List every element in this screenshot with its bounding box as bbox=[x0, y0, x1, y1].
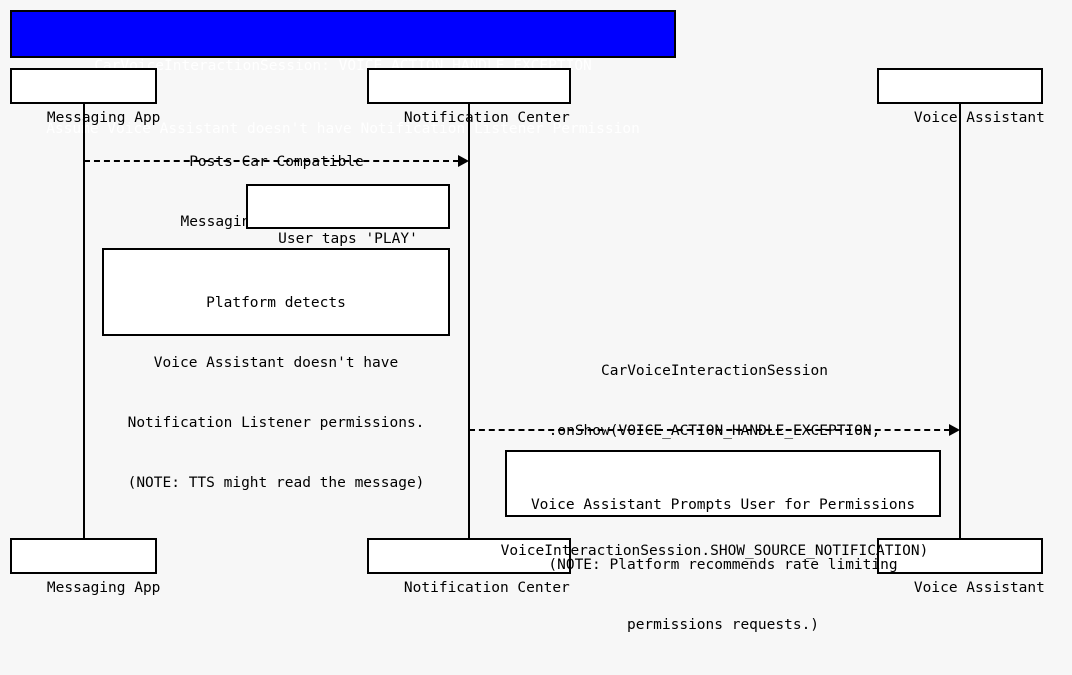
diagram-title-banner: CarVoiceInteractionSession: VOICE_ACTION… bbox=[10, 10, 676, 137]
participant-label-messaging-app-bottom: Messaging App bbox=[46, 580, 161, 596]
note-prompts-user-line-3: permissions requests.) bbox=[626, 617, 820, 633]
note-prompts-user: Voice Assistant Prompts User for Permiss… bbox=[505, 450, 941, 633]
note-platform-detects-line-3: Notification Listener permissions. bbox=[127, 415, 425, 431]
note-platform-detects-line-4: (NOTE: TTS might read the message) bbox=[127, 475, 425, 491]
arrow-head-icon-post-notification bbox=[458, 155, 469, 167]
diagram-title-line-2: Assume Voice Assistant doesn't have Noti… bbox=[46, 121, 640, 137]
participant-box-messaging-app-top[interactable]: Messaging App bbox=[10, 68, 160, 126]
participant-box-voice-assistant-bottom[interactable]: Voice Assistant bbox=[877, 538, 1045, 596]
message-label-on-show-line-4: VoiceInteractionSession.SHOW_SOURCE_NOTI… bbox=[500, 543, 929, 559]
message-label-on-show: CarVoiceInteractionSession .onShow(VOICE… bbox=[469, 321, 960, 601]
participant-label-voice-assistant-top: Voice Assistant bbox=[913, 110, 1045, 126]
lifeline-messaging-app bbox=[83, 104, 85, 538]
message-arrow-line-post-notification bbox=[84, 160, 459, 162]
lifeline-voice-assistant bbox=[959, 104, 961, 538]
arrow-head-icon-on-show bbox=[949, 424, 960, 436]
note-prompts-user-line-1: Voice Assistant Prompts User for Permiss… bbox=[530, 497, 916, 513]
participant-label-voice-assistant-bottom: Voice Assistant bbox=[913, 580, 1045, 596]
participant-box-notification-center-bottom[interactable]: Notification Center bbox=[367, 538, 571, 596]
participant-label-notification-center-top: Notification Center bbox=[403, 110, 570, 126]
note-platform-detects-line-1: Platform detects bbox=[206, 295, 346, 311]
message-arrow-on-show[interactable] bbox=[469, 424, 960, 436]
participant-label-messaging-app-top: Messaging App bbox=[46, 110, 161, 126]
lifeline-notification-center bbox=[468, 104, 470, 538]
note-prompts-user-line-2: (NOTE: Platform recommends rate limiting bbox=[548, 557, 898, 573]
participant-box-voice-assistant-top[interactable]: Voice Assistant bbox=[877, 68, 1045, 126]
note-platform-detects: Platform detects Voice Assistant doesn't… bbox=[102, 248, 450, 491]
message-label-on-show-line-1: CarVoiceInteractionSession bbox=[601, 363, 828, 379]
message-label-on-show-line-2: .onShow(VOICE_ACTION_HANDLE_EXCEPTION, bbox=[548, 423, 881, 439]
participant-box-messaging-app-bottom[interactable]: Messaging App bbox=[10, 538, 160, 596]
sequence-diagram-canvas: CarVoiceInteractionSession: VOICE_ACTION… bbox=[10, 10, 1045, 633]
note-user-taps-play: User taps 'PLAY' on Msg Notification bbox=[246, 184, 450, 307]
message-label-post-notification-line-1: Posts Car Compatible bbox=[189, 154, 364, 170]
note-platform-detects-line-2: Voice Assistant doesn't have bbox=[153, 355, 399, 371]
participant-box-notification-center-top[interactable]: Notification Center bbox=[367, 68, 571, 126]
participant-label-notification-center-bottom: Notification Center bbox=[403, 580, 570, 596]
message-arrow-post-notification[interactable] bbox=[84, 155, 469, 167]
message-arrow-line-on-show bbox=[469, 429, 950, 431]
note-user-taps-play-line-1: User taps 'PLAY' bbox=[278, 231, 418, 247]
